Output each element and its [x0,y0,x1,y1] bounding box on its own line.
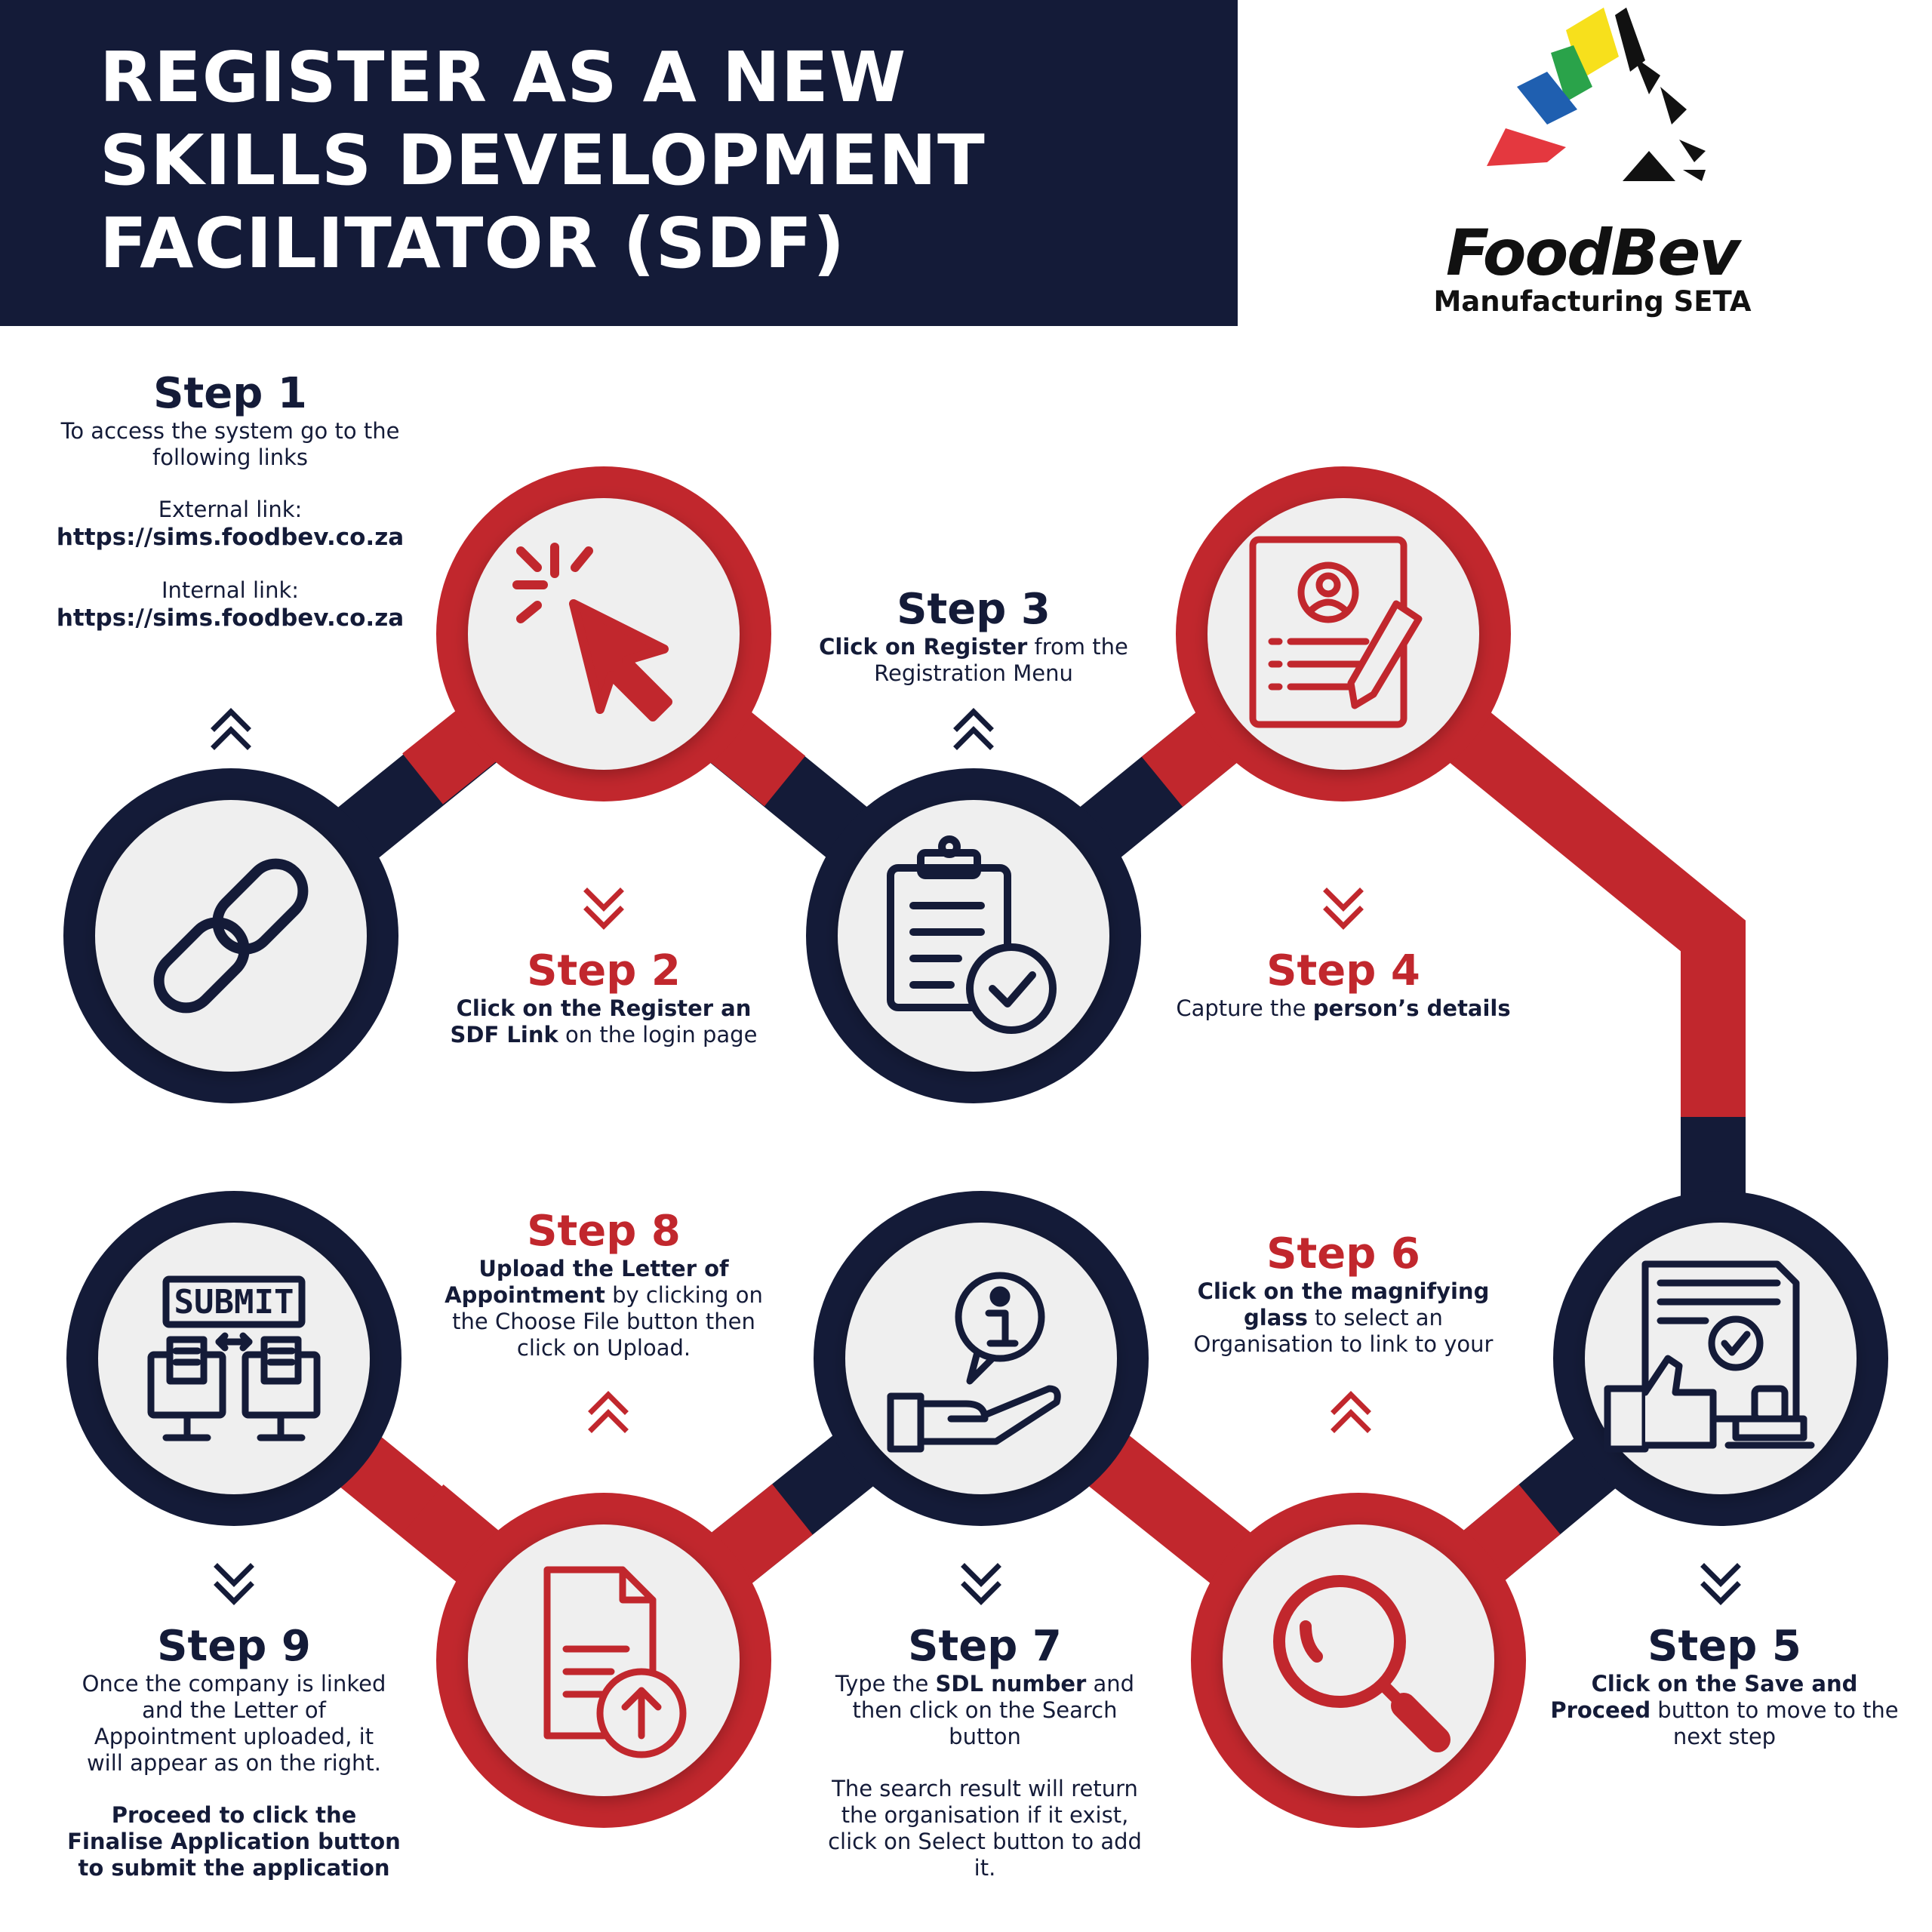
magnifying-glass-icon [1273,1575,1451,1752]
chevron-down-icon [214,1563,254,1605]
external-link[interactable]: https://sims.foodbev.co.za [56,524,405,551]
step-6-heading: Step 6 [1266,1229,1420,1278]
step-2-heading: Step 2 [527,946,681,995]
step-8-heading: Step 8 [527,1207,681,1256]
foodbev-logo-icon [1487,8,1706,181]
submit-computers-icon: SUBMIT [147,1275,321,1441]
internal-link-label: Internal link: [161,577,300,603]
chevron-down-icon [961,1563,1001,1605]
chevron-up-icon [211,708,251,750]
step-6-rest: to select an Organisation to link to you… [1193,1305,1494,1357]
approved-document-stamp-icon [1604,1260,1815,1453]
step-4-rest: Capture the [1176,995,1313,1021]
chain-link-icon [153,858,309,1014]
page-title: REGISTER AS A NEW SKILLS DEVELOPMENT FAC… [100,36,986,285]
chevrons [211,708,1741,1605]
external-link-label: External link: [158,497,303,522]
step-5-rest: button to move to the next step [1651,1697,1899,1749]
step-4-heading: Step 4 [1266,946,1420,995]
ring-fill-step-4 [1208,498,1479,770]
document-upload-icon [543,1566,687,1758]
cursor-click-icon [512,543,672,721]
step-5-text: Step 5 Click on the Save and Proceed but… [1540,1623,1909,1750]
logo-name: FoodBev [1445,216,1740,290]
header-banner: REGISTER AS A NEW SKILLS DEVELOPMENT FAC… [0,0,1238,326]
step-1-heading: Step 1 [153,369,307,418]
step-3-bold: Click on Register [819,634,1028,660]
chevron-up-icon [588,1391,629,1433]
logo-subtitle: Manufacturing SETA [1433,285,1752,318]
step-7-bold: SDL number [935,1671,1087,1697]
chevron-down-icon [1323,888,1364,930]
ring-fill-step-6 [1223,1524,1494,1796]
step-8-bold: Upload the Letter of Appointment [445,1256,729,1308]
step-2-rest: on the login page [558,1022,758,1048]
step-5-heading: Step 5 [1647,1622,1801,1671]
ring-fill-step-9 [98,1223,370,1494]
step-9-finalise: Proceed to click the Finalise Applicatio… [64,1802,404,1881]
step-7-description: Type the SDL number and then click on th… [823,1671,1147,1750]
step-3-text: Step 3 Click on Register from the Regist… [808,586,1140,687]
step-8-description: Upload the Letter of Appointment by clic… [438,1256,770,1361]
step-2-text: Step 2 Click on the Register an SDF Link… [438,947,770,1048]
step-3-rest: from the Registration Menu [874,634,1128,686]
step-5-description: Click on the Save and Proceed button to … [1540,1671,1909,1750]
internal-link[interactable]: https://sims.foodbev.co.za [56,605,405,632]
step-3-heading: Step 3 [897,585,1051,634]
logo-text: FoodBev Manufacturing SETA [1389,219,1796,317]
step-3-description: Click on Register from the Registration … [808,634,1140,687]
profile-form-pencil-icon [1249,536,1423,728]
ring-fill-step-1 [95,800,367,1072]
step-7-text: Step 7 Type the SDL number and then clic… [823,1623,1147,1881]
step-4-text: Step 4 Capture the person’s details [1162,947,1524,1022]
clipboard-check-icon [887,835,1057,1034]
step-1-text: Step 1 To access the system go to the fo… [38,370,423,632]
ring-fill-step-7 [845,1223,1117,1494]
chevron-down-icon [1700,1563,1741,1605]
step-7-text-b: and then click on the Search button [852,1671,1135,1749]
step-4-bold: person’s details [1312,995,1511,1021]
step-7-text-a: Type the [835,1671,936,1697]
title-line-1: REGISTER AS A NEW [100,37,907,118]
step-7-search-result: The search result will return the organi… [828,1776,1142,1881]
title-line-3: FACILITATOR (SDF) [100,203,846,284]
step-9-bold: Proceed to click the Finalise Applicatio… [67,1802,401,1881]
step-9-heading: Step 9 [157,1622,311,1671]
chevron-up-icon [953,708,994,750]
ring-fill-step-8 [468,1524,740,1796]
step-9-text: Step 9 Once the company is linked and th… [64,1623,404,1881]
submit-icon-label: SUBMIT [174,1283,294,1321]
step-4-description: Capture the person’s details [1162,995,1524,1022]
step-6-bold: Click on the magnifying glass [1197,1278,1490,1331]
title-line-2: SKILLS DEVELOPMENT [100,120,986,201]
step-5-bold: Click on the Save and Proceed [1550,1671,1858,1723]
step-6-text: Step 6 Click on the magnifying glass to … [1185,1230,1502,1358]
step-rings [63,466,1888,1828]
step-2-bold: Click on the Register an SDF Link [450,995,752,1048]
step-6-description: Click on the magnifying glass to select … [1185,1278,1502,1358]
info-hand-icon [887,1272,1061,1453]
step-8-rest: by clicking on the Choose File button th… [452,1282,763,1361]
step-7-heading: Step 7 [908,1622,1062,1671]
step-1-description: To access the system go to the following… [60,418,400,470]
chevron-down-icon [583,888,624,930]
step-9-description: Once the company is linked and the Lette… [82,1671,386,1776]
step-2-description: Click on the Register an SDF Link on the… [438,995,770,1048]
step-8-text: Step 8 Upload the Letter of Appointment … [438,1208,770,1361]
chevron-up-icon [1331,1391,1371,1433]
